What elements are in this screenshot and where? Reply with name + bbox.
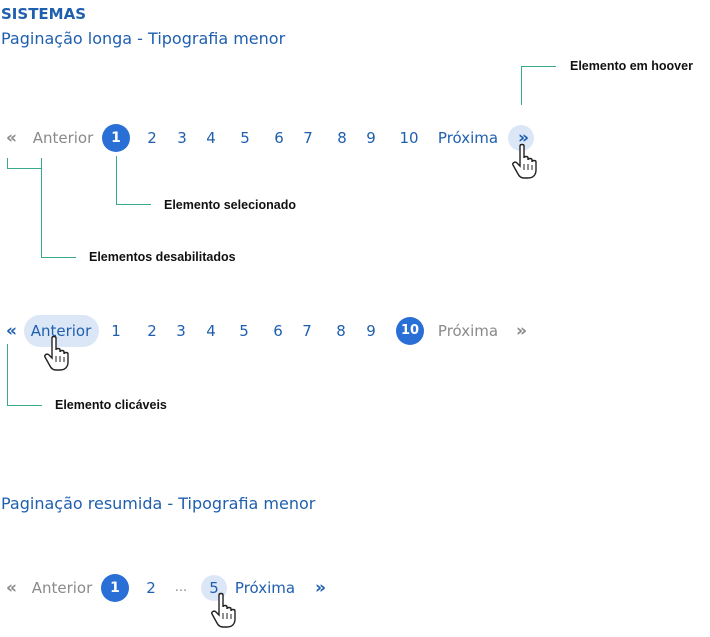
double-chevron-left-icon: ‹‹ bbox=[5, 578, 17, 598]
page-7[interactable]: 7 bbox=[302, 322, 312, 340]
section-title: SISTEMAS bbox=[1, 5, 87, 23]
leader-line-clickable-h bbox=[7, 405, 42, 406]
page-5[interactable]: 5 bbox=[239, 322, 249, 340]
double-chevron-right-icon[interactable]: ›› bbox=[314, 578, 326, 598]
page-8[interactable]: 8 bbox=[336, 322, 346, 340]
double-chevron-left-icon[interactable]: ‹‹ bbox=[5, 321, 17, 341]
leader-line-disabled-a bbox=[7, 158, 8, 169]
double-chevron-left-icon: ‹‹ bbox=[5, 128, 17, 148]
hand-pointer-icon bbox=[211, 592, 236, 628]
next-button: Próxima bbox=[437, 322, 499, 340]
hand-pointer-icon bbox=[44, 335, 69, 371]
page-4[interactable]: 4 bbox=[206, 322, 216, 340]
page-3[interactable]: 3 bbox=[177, 129, 187, 147]
ellipsis: ... bbox=[174, 580, 188, 595]
prev-button-hover-bg bbox=[24, 315, 99, 347]
page-8[interactable]: 8 bbox=[337, 129, 347, 147]
subtitle-long-pagination: Paginação longa - Tipografia menor bbox=[1, 29, 286, 48]
leader-line-selected-v bbox=[116, 156, 117, 204]
prev-button[interactable]: Anterior bbox=[30, 322, 92, 340]
page-4[interactable]: 4 bbox=[206, 129, 216, 147]
annotation-disabled: Elementos desabilitados bbox=[89, 250, 236, 264]
prev-button: Anterior bbox=[31, 579, 93, 597]
page-7[interactable]: 7 bbox=[303, 129, 313, 147]
page-5[interactable]: 5 bbox=[240, 129, 250, 147]
page-1-selected: 1 bbox=[102, 124, 130, 152]
subtitle-summary-pagination: Paginação resumida - Tipografia menor bbox=[1, 494, 316, 513]
leader-line-disabled-d bbox=[41, 257, 76, 258]
page-6[interactable]: 6 bbox=[274, 129, 284, 147]
next-button[interactable]: Próxima bbox=[234, 579, 296, 597]
annotation-selected: Elemento selecionado bbox=[164, 198, 296, 212]
double-chevron-right-icon[interactable]: ›› bbox=[517, 128, 529, 148]
leader-line-disabled-b bbox=[7, 168, 42, 169]
page-1-selected: 1 bbox=[101, 574, 129, 602]
leader-line-selected-h bbox=[116, 204, 151, 205]
page-1[interactable]: 1 bbox=[111, 322, 121, 340]
leader-line-hover-v bbox=[521, 66, 522, 105]
annotation-hover: Elemento em hoover bbox=[570, 59, 693, 73]
page-9[interactable]: 9 bbox=[366, 322, 376, 340]
hand-pointer-icon bbox=[512, 143, 537, 179]
page-6[interactable]: 6 bbox=[273, 322, 283, 340]
page-10[interactable]: 10 bbox=[399, 129, 419, 147]
page-10-selected: 10 bbox=[396, 317, 424, 345]
page-5[interactable]: 5 bbox=[209, 579, 219, 597]
leader-line-disabled-c bbox=[41, 158, 42, 258]
page-2[interactable]: 2 bbox=[147, 129, 157, 147]
page-9[interactable]: 9 bbox=[366, 129, 376, 147]
prev-button: Anterior bbox=[32, 129, 94, 147]
leader-line-hover-h bbox=[521, 66, 556, 67]
double-chevron-right-icon: ›› bbox=[515, 321, 527, 341]
page-2[interactable]: 2 bbox=[147, 322, 157, 340]
leader-line-clickable-v bbox=[7, 344, 8, 405]
page-2[interactable]: 2 bbox=[146, 579, 156, 597]
annotation-clickable: Elemento clicáveis bbox=[55, 398, 167, 412]
page-3[interactable]: 3 bbox=[176, 322, 186, 340]
next-button[interactable]: Próxima bbox=[437, 129, 499, 147]
